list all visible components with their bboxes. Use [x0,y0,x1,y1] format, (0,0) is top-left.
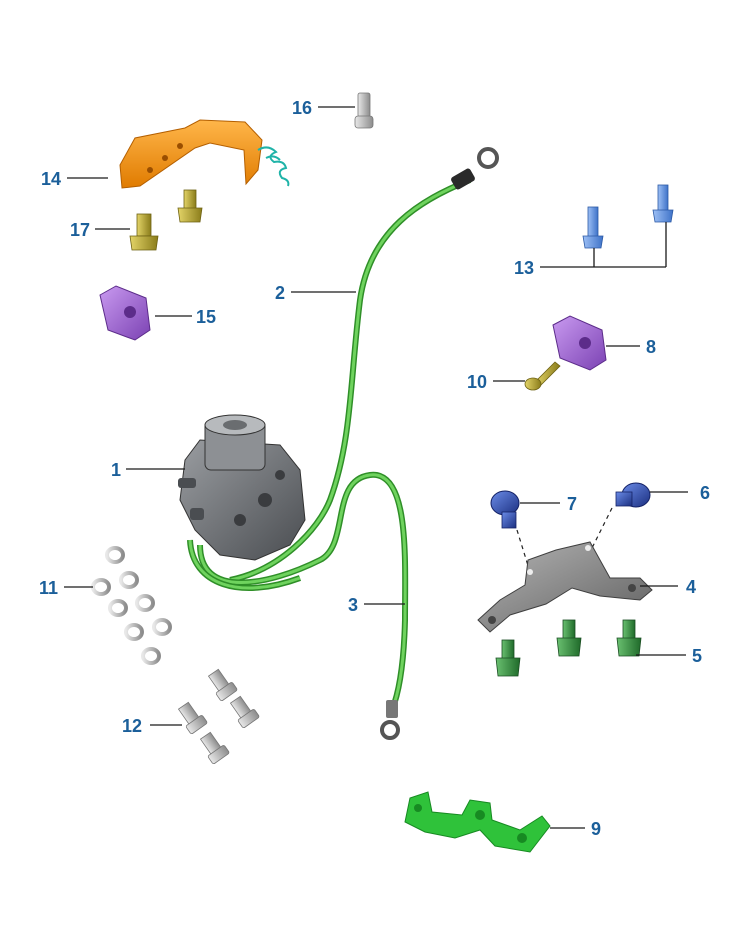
callout-12: 12 [122,716,142,736]
callout-9: 9 [591,819,601,839]
callout-8: 8 [646,337,656,357]
callout-4: 4 [686,577,696,597]
pin-bolt-icon [354,92,374,129]
abs-modulator-icon [178,414,306,561]
callout-5: 5 [692,646,702,666]
clamp-screw-icon [524,361,561,391]
banjo-bolts-icon [177,668,260,764]
callout-7: 7 [567,494,577,514]
mounting-bracket-icon [477,541,653,633]
green-bracket-icon [404,791,551,853]
callout-11: 11 [39,578,58,598]
navy-bolts-icon [490,482,651,529]
green-bolts-icon [495,619,642,677]
callout-3: 3 [348,595,358,615]
orange-bracket-icon [119,119,290,189]
callout-14: 14 [41,169,61,189]
callout-6: 6 [700,483,710,503]
sealing-washers-icon [91,546,172,665]
callout-13: 13 [514,258,534,278]
leader-lines [64,106,688,829]
callout-17: 17 [70,220,90,240]
hose-clamp-left-icon [99,285,151,341]
callout-16: 16 [292,98,312,118]
olive-bolts-icon [129,189,203,251]
callout-10: 10 [467,372,487,392]
callout-15: 15 [196,307,216,327]
hose-clamp-right-icon [552,315,607,371]
callout-labels: 16 14 17 15 2 13 8 10 1 7 6 11 3 4 5 12 … [39,98,710,839]
callout-1: 1 [111,460,121,480]
callout-2: 2 [275,283,285,303]
blue-bolts-icon [582,184,674,249]
brake-hose-icon [187,147,499,740]
